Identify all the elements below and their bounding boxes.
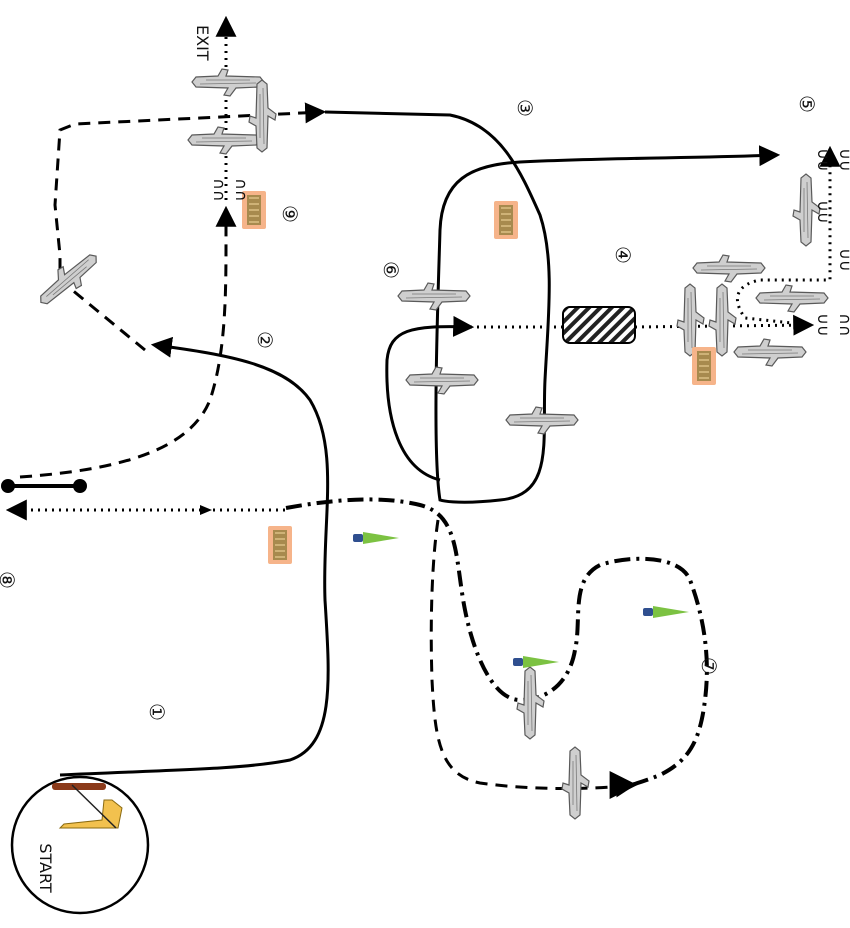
hurdle-glyph: ∩∩: [210, 178, 229, 201]
section-number-5: ⑤: [795, 95, 819, 113]
hurdle-glyph: ∪∪: [814, 148, 833, 171]
exit-label: EXIT: [193, 25, 212, 61]
section-number-4: ④: [611, 246, 635, 264]
hurdle-glyph: ∩∩: [232, 178, 251, 201]
bush-icon: [493, 200, 519, 240]
bar-gate-icon: [1, 479, 87, 493]
log-icon: [755, 284, 829, 313]
log-icon: [516, 666, 545, 740]
route-segment-6: [385, 315, 475, 482]
hatched-barrier-icon: [562, 306, 636, 344]
section-number-8: ⑧: [0, 571, 19, 589]
route-segment-2: [53, 102, 327, 352]
log-icon: [561, 746, 590, 820]
bush-icon: [267, 525, 293, 565]
route-arrowhead: [200, 505, 212, 515]
hurdle-glyph: ∪∪: [814, 200, 833, 223]
log-icon: [505, 406, 579, 435]
marker-cone-icon: [643, 606, 689, 618]
section-number-9: ⑨: [278, 205, 302, 223]
hurdle-glyph: ∩∩: [836, 313, 850, 336]
log-icon: [676, 283, 705, 357]
log-icon: [692, 254, 766, 283]
ramp-icon: [52, 783, 123, 829]
start-zone: START: [10, 775, 150, 915]
section-number-3: ③: [513, 99, 537, 117]
marker-cone-icon: [353, 532, 399, 544]
hurdle-glyph: ∪∪: [836, 148, 850, 171]
section-number-1: ①: [145, 703, 169, 721]
section-number-7: ⑦: [697, 657, 721, 675]
section-number-2: ②: [253, 331, 277, 349]
log-icon: [733, 338, 807, 367]
log-icon: [405, 366, 479, 395]
hurdle-glyph: ∪∪: [814, 313, 833, 336]
route-segment-4: [470, 325, 810, 327]
route-segment-1: [59, 336, 330, 777]
hurdle-glyph: ∪∪: [836, 248, 850, 271]
route-segment-3: [324, 110, 781, 504]
marker-cone-icon: [513, 656, 559, 668]
log-icon: [187, 126, 261, 155]
route-segment-7: [285, 497, 709, 799]
log-icon: [708, 283, 737, 357]
log-icon: [191, 68, 265, 97]
section-number-6: ⑥: [379, 261, 403, 279]
log-icon: [31, 244, 106, 313]
log-icon: [397, 282, 471, 311]
bush-icon: [691, 346, 717, 386]
start-label: START: [36, 843, 55, 893]
route-segment-8-return: [19, 205, 237, 479]
route-segment-7-return: [429, 519, 637, 798]
